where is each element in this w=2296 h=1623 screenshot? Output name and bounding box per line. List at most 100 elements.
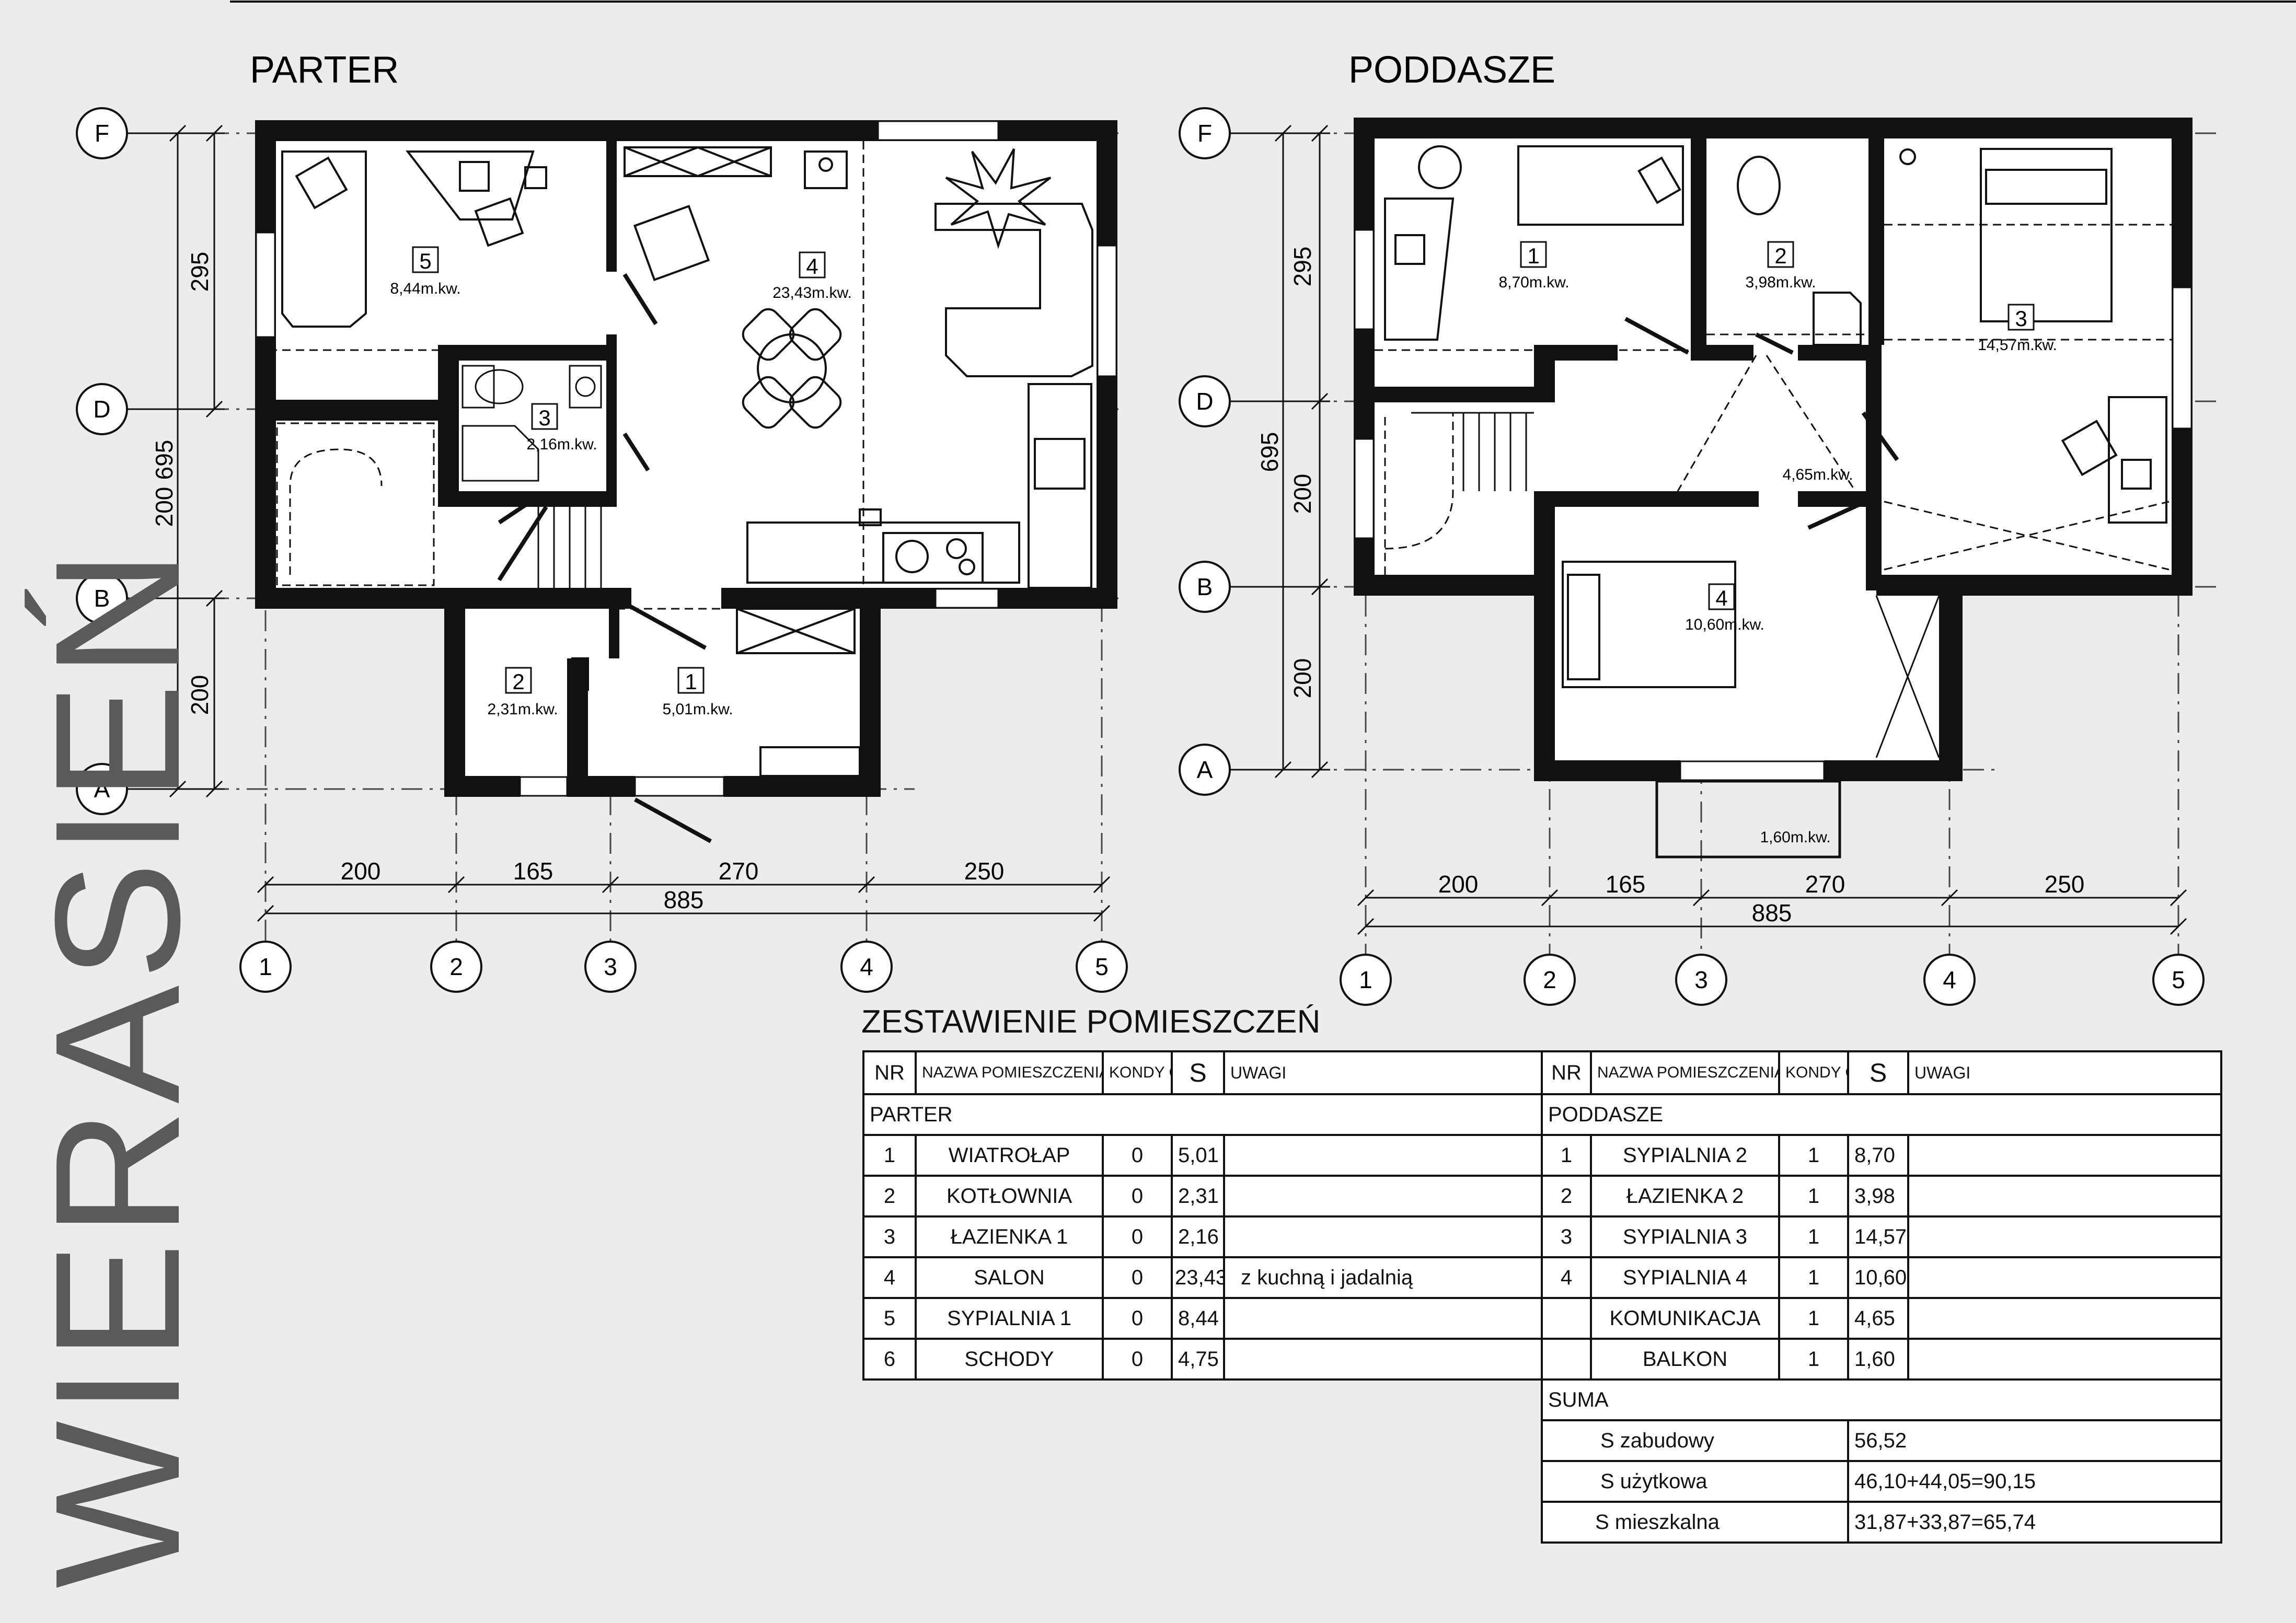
parter-dim-h3: 270: [719, 857, 759, 885]
table-header-row: NR NAZWA POMIESZCZENIA KONDY GNACJA S UW…: [862, 1050, 1545, 1095]
project-title: WIERASIEŃ: [18, 544, 217, 1589]
row-name: BALKON: [1590, 1338, 1780, 1381]
poddasze-room-1-num: 1: [1527, 244, 1539, 268]
parter-label: PARTER: [250, 49, 399, 91]
table-row: 3 SYPIALNIA 3 1 14,57: [1541, 1215, 2222, 1258]
row-nr: 1: [862, 1134, 917, 1177]
row-kond: 1: [1778, 1256, 1849, 1299]
header-name: NAZWA POMIESZCZENIA: [915, 1050, 1104, 1095]
row-nr: [1541, 1338, 1592, 1381]
row-name: SALON: [915, 1256, 1104, 1299]
parter-dim-200a: 200: [151, 487, 178, 527]
table-title: ZESTAWIENIE POMIESZCZEŃ: [861, 1004, 1321, 1040]
table-row: 1 SYPIALNIA 2 1 8,70: [1541, 1134, 2222, 1177]
group-parter: PARTER: [862, 1093, 1545, 1136]
row-s: 14,57: [1847, 1215, 1909, 1258]
parter-dim-h1: 200: [341, 857, 381, 885]
poddasze-axis-D: D: [1196, 388, 1213, 415]
header-name: NAZWA POMIESZCZENIA: [1590, 1050, 1780, 1095]
row-name: SYPIALNIA 1: [915, 1297, 1104, 1340]
parter-room-4-num: 4: [806, 254, 818, 279]
poddasze-dim-695: 695: [1256, 432, 1283, 472]
poddasze-axis-F: F: [1197, 120, 1212, 147]
row-name: ŁAZIENKA 1: [915, 1215, 1104, 1258]
parter-room-4: 4 23,43m.kw.: [772, 251, 852, 302]
row-uwagi: [1223, 1215, 1545, 1258]
parter-room-1-num: 1: [685, 669, 697, 694]
header-kond: KONDY GNACJA: [1778, 1050, 1849, 1095]
header-uwagi: UWAGI: [1907, 1050, 2222, 1095]
parter-axis-4: 4: [860, 953, 873, 980]
row-s: 4,65: [1847, 1297, 1909, 1340]
parter-room-1-area: 5,01m.kw.: [662, 701, 733, 718]
parter-room-5: 5 8,44m.kw.: [390, 246, 461, 297]
parter-axis-3: 3: [604, 953, 617, 980]
suma-label: S zabudowy: [1541, 1419, 1849, 1462]
header-s: S: [1171, 1050, 1225, 1095]
table-poddasze: NR NAZWA POMIESZCZENIA KONDY GNACJA S UW…: [1541, 1050, 2222, 1544]
row-name: ŁAZIENKA 2: [1590, 1175, 1780, 1218]
header-nr: NR: [862, 1050, 917, 1095]
poddasze-walls: [1354, 118, 2193, 781]
poddasze-balkon-area: 1,60m.kw.: [1760, 829, 1830, 846]
poddasze-axis-2: 2: [1543, 966, 1556, 993]
poddasze-komunikacja: 4,65m.kw.: [1782, 466, 1853, 483]
row-s: 23,43: [1171, 1256, 1225, 1299]
poddasze-room-3-area: 14,57m.kw.: [1978, 337, 2057, 354]
row-s: 8,44: [1171, 1297, 1225, 1340]
poddasze-label: PODDASZE: [1348, 49, 1555, 91]
parter-axis-F: F: [95, 120, 109, 147]
row-uwagi: [1907, 1256, 2222, 1299]
table-row: 2 KOTŁOWNIA 0 2,31: [862, 1175, 1545, 1218]
poddasze-room-2-area: 3,98m.kw.: [1745, 274, 1816, 291]
row-kond: 1: [1778, 1134, 1849, 1177]
suma-value: 31,87+33,87=65,74: [1847, 1501, 2222, 1544]
parter-axis-A: A: [94, 775, 110, 803]
row-name: KOMUNIKACJA: [1590, 1297, 1780, 1340]
poddasze-dim-total: 885: [1752, 899, 1792, 926]
row-name: WIATROŁAP: [915, 1134, 1104, 1177]
table-row: 4 SYPIALNIA 4 1 10,60: [1541, 1256, 2222, 1299]
table-row: KOMUNIKACJA 1 4,65: [1541, 1297, 2222, 1340]
header-nr: NR: [1541, 1050, 1592, 1095]
row-kond: 0: [1102, 1338, 1173, 1381]
group-suma: SUMA: [1541, 1378, 2222, 1421]
row-s: 2,31: [1171, 1175, 1225, 1218]
suma-row: S zabudowy 56,52: [1541, 1419, 2222, 1462]
table-header-row: NR NAZWA POMIESZCZENIA KONDY GNACJA S UW…: [1541, 1050, 2222, 1095]
suma-value: 56,52: [1847, 1419, 2222, 1462]
row-uwagi: z kuchną i jadalnią: [1223, 1256, 1545, 1299]
table-row: 5 SYPIALNIA 1 0 8,44: [862, 1297, 1545, 1340]
parter-room-2-num: 2: [512, 669, 524, 694]
parter-walls: [255, 120, 1117, 797]
row-kond: 0: [1102, 1256, 1173, 1299]
parter-room-2: 2 2,31m.kw.: [487, 667, 558, 718]
row-kond: 0: [1102, 1134, 1173, 1177]
table-row: 1 WIATROŁAP 0 5,01: [862, 1134, 1545, 1177]
table-row: 2 ŁAZIENKA 2 1 3,98: [1541, 1175, 2222, 1218]
poddasze-axis-4: 4: [1943, 966, 1956, 993]
parter-dim-295: 295: [186, 252, 213, 292]
row-uwagi: [1907, 1215, 2222, 1258]
poddasze-room-3-num: 3: [2015, 306, 2027, 331]
parter-room-5-area: 8,44m.kw.: [390, 280, 460, 297]
parter-room-5-num: 5: [419, 249, 431, 273]
poddasze-room-4-area: 10,60m.kw.: [1685, 616, 1764, 633]
row-kond: 0: [1102, 1215, 1173, 1258]
parter-dim-total: 885: [664, 886, 704, 913]
row-kond: 0: [1102, 1175, 1173, 1218]
parter-room-1: 1 5,01m.kw.: [662, 667, 733, 718]
poddasze-dim-h2: 165: [1606, 871, 1646, 898]
poddasze-axis-B: B: [1197, 573, 1213, 600]
poddasze-dim-h1: 200: [1438, 871, 1479, 898]
poddasze-axis-1: 1: [1359, 966, 1372, 993]
poddasze-dim-h3: 270: [1805, 871, 1845, 898]
poddasze-dim-200b: 200: [1289, 658, 1316, 699]
poddasze-room-1-area: 8,70m.kw.: [1498, 274, 1569, 291]
table-parter: NR NAZWA POMIESZCZENIA KONDY GNACJA S UW…: [862, 1050, 1545, 1381]
poddasze-axis-A: A: [1197, 756, 1213, 783]
row-uwagi: [1907, 1297, 2222, 1340]
header-uwagi: UWAGI: [1223, 1050, 1545, 1095]
